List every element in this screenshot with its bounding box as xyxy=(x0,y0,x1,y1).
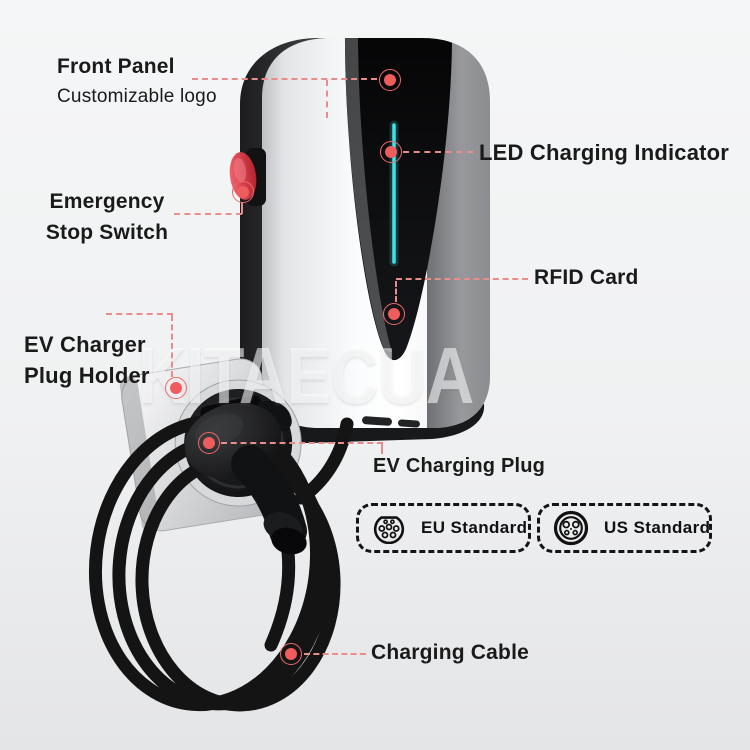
rfid-callout-branch xyxy=(395,281,397,302)
rfid-callout-line xyxy=(396,278,528,280)
front-panel-sublabel: Customizable logo xyxy=(57,86,217,107)
us-standard-label: US Standard xyxy=(604,518,711,537)
charging-plug-callout-branch xyxy=(381,444,383,454)
charging-plug xyxy=(184,400,307,555)
plug-holder-callout-line xyxy=(106,313,173,315)
emergency-stop-callout-line xyxy=(174,213,242,215)
rfid-label: RFID Card xyxy=(534,266,639,289)
emergency-stop-callout-branch xyxy=(241,202,243,214)
type2-connector-icon xyxy=(373,516,405,544)
plug-holder-callout-branch xyxy=(171,315,173,377)
led-indicator-marker xyxy=(380,141,402,163)
front-panel-callout-branch xyxy=(326,80,328,118)
front-panel-callout-line xyxy=(192,78,377,80)
eu-standard-label: EU Standard xyxy=(421,518,528,537)
j1772-connector-icon xyxy=(553,510,589,546)
charging-cable-marker xyxy=(280,643,302,665)
front-panel-label: Front Panel xyxy=(57,55,175,78)
emergency-stop-label: Emergency Stop Switch xyxy=(45,190,169,244)
charging-plug-label: EV Charging Plug xyxy=(373,455,546,477)
led-indicator-label: LED Charging Indicator xyxy=(479,140,730,165)
plug-holder-label: EV Charger Plug Holder xyxy=(24,332,150,388)
front-panel-marker xyxy=(379,69,401,91)
led-indicator-callout-line xyxy=(403,151,473,153)
plug-holder-marker xyxy=(165,377,187,399)
charging-plug-callout-line xyxy=(221,442,383,444)
charging-cable-label: Charging Cable xyxy=(371,641,529,664)
emergency-stop-marker xyxy=(232,181,254,203)
charging-plug-marker xyxy=(198,432,220,454)
eu-standard-badge: EU Standard xyxy=(356,503,531,553)
rfid-marker xyxy=(383,303,405,325)
charging-cable-callout-line xyxy=(304,653,366,655)
us-standard-badge: US Standard xyxy=(537,503,712,553)
